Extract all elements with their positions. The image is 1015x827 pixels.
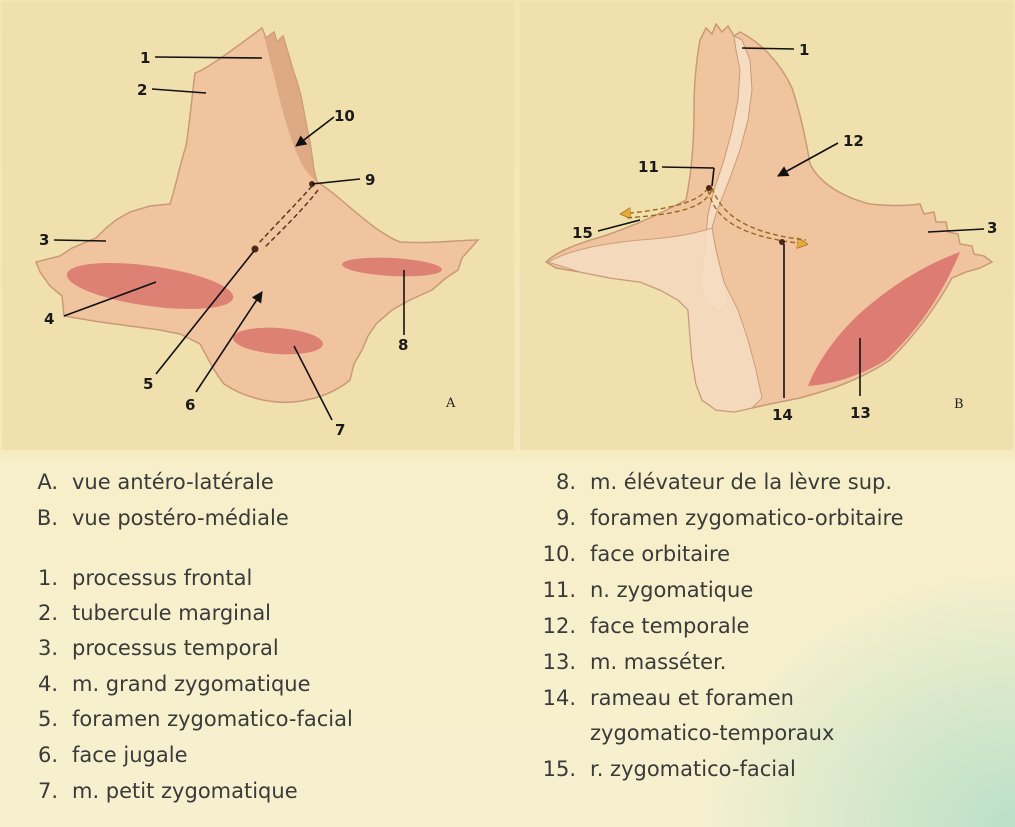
legend-item-13: 13.m. masséter. xyxy=(528,650,576,674)
panel-letter-a: A xyxy=(445,396,456,411)
legend-item-8: 8.m. élévateur de la lèvre sup. xyxy=(528,470,576,494)
callout-a-10: 10 xyxy=(334,107,355,125)
legend-item-4: 4.m. grand zygomatique xyxy=(24,672,58,696)
legend-item-3: 3.processus temporal xyxy=(24,636,58,660)
callout-a-1: 1 xyxy=(140,49,150,67)
callout-b-12: 12 xyxy=(843,132,864,150)
callout-b-3: 3 xyxy=(987,219,997,237)
foramen-zygomatico-orbital-b xyxy=(706,185,712,191)
legend-item-9: 9.foramen zygomatico-orbitaire xyxy=(528,506,576,530)
callout-a-7: 7 xyxy=(335,421,345,439)
legend-item-11: 11.n. zygomatique xyxy=(528,578,576,602)
legend-item-12: 12.face temporale xyxy=(528,614,576,638)
panel-b-bone xyxy=(546,24,992,412)
callout-b-15: 15 xyxy=(572,224,593,242)
legend-view-a: A.vue antéro-latérale xyxy=(24,470,58,494)
callout-a-8: 8 xyxy=(398,336,408,354)
callout-a-5: 5 xyxy=(143,375,153,393)
zygomatic-illustration: 1 2 3 4 5 6 7 8 9 10 A 1 3 11 xyxy=(0,0,1015,450)
legend-item-1: 1.processus frontal xyxy=(24,566,58,590)
legend-item-5: 5.foramen zygomatico-facial xyxy=(24,707,58,731)
callout-a-3: 3 xyxy=(39,231,49,249)
callout-b-13: 13 xyxy=(850,404,871,422)
legend-item-2: 2.tubercule marginal xyxy=(24,601,58,625)
panel-letter-b: B xyxy=(954,397,964,412)
foramen-zygomatico-facial-a xyxy=(252,246,259,253)
legend-item-14: 14.rameau et foramen xyxy=(528,686,576,710)
callout-b-14: 14 xyxy=(772,406,793,424)
legend-item-7: 7.m. petit zygomatique xyxy=(24,779,58,803)
callout-a-2: 2 xyxy=(137,81,147,99)
legend-item-10: 10.face orbitaire xyxy=(528,542,576,566)
legend-item-15: 15.r. zygomatico-facial xyxy=(528,757,576,781)
legend-item-14-continued: zygomatico-temporaux xyxy=(528,721,576,745)
callout-a-4: 4 xyxy=(44,310,54,328)
callout-a-6: 6 xyxy=(185,396,195,414)
legend-item-6: 6.face jugale xyxy=(24,743,58,767)
callout-b-1: 1 xyxy=(799,41,809,59)
callout-a-9: 9 xyxy=(365,171,375,189)
legend-view-b: B.vue postéro-médiale xyxy=(24,506,58,530)
callout-b-11: 11 xyxy=(638,158,659,176)
